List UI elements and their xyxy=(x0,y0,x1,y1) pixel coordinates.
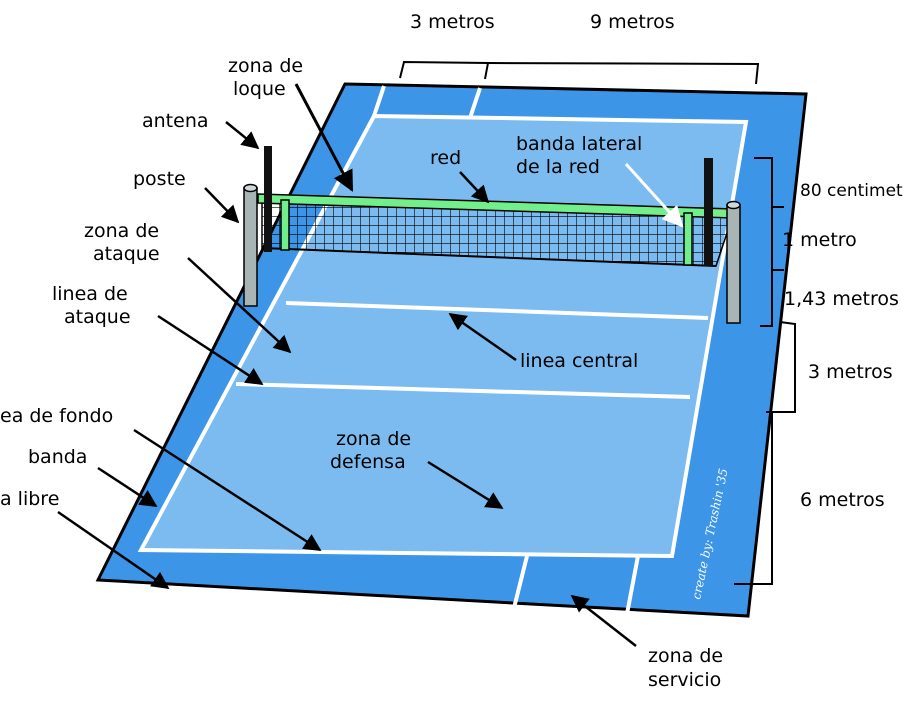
label-80cm: 80 centimet xyxy=(800,181,903,201)
antenna-right xyxy=(704,158,713,266)
arrow-zona-ataque xyxy=(187,257,292,354)
label-zona-servicio-1: zona de xyxy=(648,645,723,667)
label-right-6m: 6 metros xyxy=(800,489,885,511)
label-zona-bloque-2: loque xyxy=(233,78,286,100)
center-line xyxy=(285,301,709,320)
bracket-court-half xyxy=(734,321,796,585)
arrow-banda xyxy=(97,466,158,508)
label-banda: banda xyxy=(28,446,87,468)
label-top-3m: 3 metros xyxy=(410,11,495,33)
post-right xyxy=(726,200,741,324)
arrow-antena xyxy=(225,121,260,150)
top-zone-line-right xyxy=(468,87,482,119)
label-zona-ataque-1: zona de xyxy=(84,220,159,242)
label-zona-defensa-2: defensa xyxy=(330,451,406,473)
arrow-linea-central xyxy=(448,312,517,362)
label-top-9m: 9 metros xyxy=(590,11,675,33)
label-linea-fondo: ea de fondo xyxy=(0,405,113,427)
service-zone-left-line xyxy=(511,555,529,613)
arrow-linea-fondo xyxy=(133,428,322,552)
label-poste: poste xyxy=(133,168,186,190)
label-zona-bloque-1: zona de xyxy=(228,55,303,77)
label-zona-ataque-2: ataque xyxy=(93,243,160,265)
label-red: red xyxy=(430,147,461,169)
arrow-zona-defensa xyxy=(427,460,504,510)
net-side-band-right xyxy=(683,212,693,266)
label-linea-ataque-2: ataque xyxy=(64,306,131,328)
post-left xyxy=(243,183,258,307)
antenna-left xyxy=(264,146,272,252)
label-zona-defensa-1: zona de xyxy=(336,428,411,450)
arrow-linea-ataque xyxy=(157,314,264,386)
arrow-zona-servicio xyxy=(570,594,637,647)
net-bottom-band xyxy=(261,247,717,267)
arrow-red xyxy=(459,171,490,204)
label-antena: antena xyxy=(142,110,209,132)
label-zona-libre: a libre xyxy=(0,488,59,510)
label-right-3m: 3 metros xyxy=(808,361,893,383)
bracket-net-height xyxy=(754,157,784,327)
arrow-banda-lateral xyxy=(624,162,684,228)
label-1m: 1 metro xyxy=(782,229,857,251)
label-linea-ataque-1: linea de xyxy=(52,283,128,305)
arrow-zona-bloque xyxy=(294,83,354,192)
arrow-poste xyxy=(204,187,240,224)
top-zone-line-left xyxy=(372,85,386,117)
bracket-3m xyxy=(399,60,490,80)
bracket-9m xyxy=(487,62,760,85)
label-143m: 1,43 metros xyxy=(784,288,899,310)
arrow-zona-libre xyxy=(57,510,170,590)
label-banda-lateral-2: de la red xyxy=(516,156,600,178)
label-banda-lateral-1: banda lateral xyxy=(516,133,642,155)
net-side-band-left xyxy=(280,199,290,251)
attack-line xyxy=(235,382,691,399)
label-zona-servicio-2: servicio xyxy=(648,669,721,691)
label-linea-central: linea central xyxy=(520,350,638,372)
service-zone-right-line xyxy=(625,555,640,615)
